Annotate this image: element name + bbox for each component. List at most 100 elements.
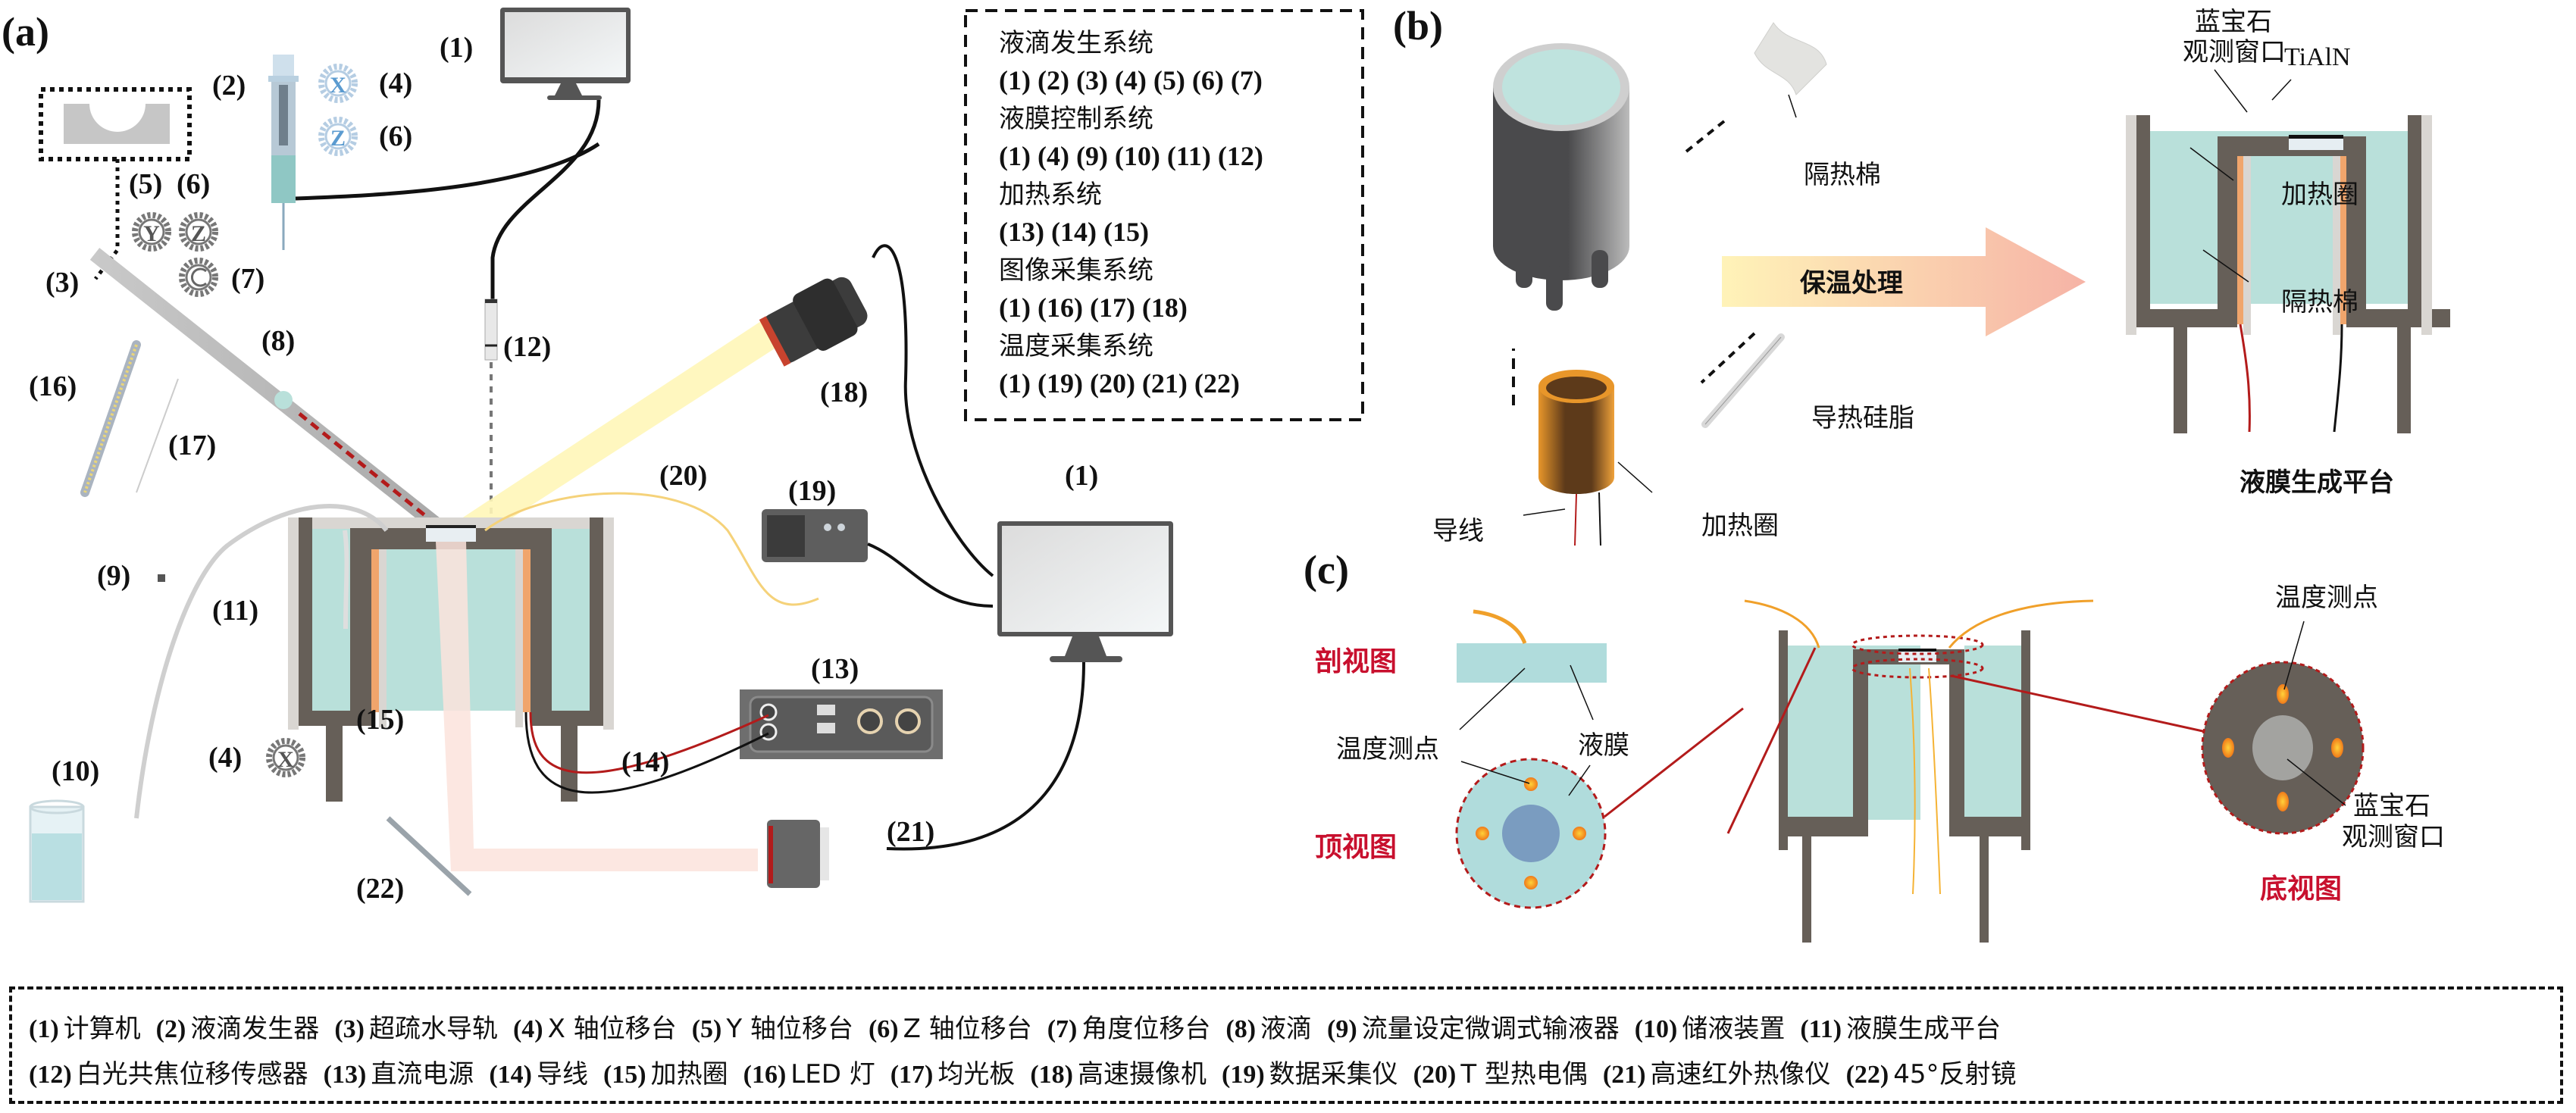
legend-item-number: (12): [29, 1061, 72, 1089]
legend-item: (15)加热圈: [603, 1059, 728, 1090]
legend-item-text: 高速摄像机: [1078, 1059, 1207, 1090]
liquid-reservoir-beaker: [29, 799, 85, 903]
legend-item: (6)Z 轴位移台: [869, 1014, 1032, 1044]
label-power: (13): [811, 653, 859, 685]
legend-item-text: 液滴: [1260, 1014, 1313, 1044]
insulation-process-arrow: 保温处理: [1722, 227, 2086, 336]
label-temp-point-bottom: 温度测点: [2275, 583, 2378, 613]
legend-item-text: LED 灯: [790, 1059, 875, 1090]
z-stage-gear-mid-icon: Z: [179, 212, 218, 252]
label-computer-right: (1): [1065, 460, 1098, 492]
legend-item-text: 流量设定微调式输液器: [1361, 1014, 1620, 1044]
legend-item: (5)Y 轴位移台: [692, 1014, 853, 1044]
legend-item-text: 均光板: [937, 1059, 1016, 1090]
legend-item-text: 导线: [536, 1059, 588, 1090]
svg-text:Z: Z: [330, 126, 346, 151]
label-ir-camera: (21): [887, 816, 934, 848]
legend-item: (2)液滴发生器: [156, 1014, 320, 1044]
system-items: (13) (14) (15): [999, 217, 1149, 247]
label-led: (16): [29, 370, 77, 402]
panel-label-a: (a): [2, 9, 49, 55]
legend-item-number: (5): [691, 1015, 722, 1043]
legend-item-number: (4): [512, 1015, 543, 1043]
legend-item: (10)储液装置: [1635, 1014, 1786, 1044]
diffuser-plate: [136, 378, 179, 493]
legend-item-text: 白光共焦位移传感器: [76, 1059, 308, 1090]
label-angle-stage: (7): [231, 263, 264, 295]
droplet: [274, 391, 293, 409]
angle-stage-gear-icon: [179, 258, 218, 297]
bottom-view-disk: [2201, 621, 2365, 835]
label-droplet: (8): [261, 325, 295, 357]
system-title: 加热系统: [999, 180, 1102, 210]
computer-monitor-right: [886, 521, 1173, 851]
legend-item-text: Y 轴位移台: [726, 1014, 853, 1044]
y-stage-gear-icon: Y: [132, 212, 171, 252]
label-sapphire-window-2: 观测窗口: [2183, 37, 2286, 67]
legend-item-text: 角度位移台: [1081, 1014, 1211, 1044]
label-diffuser: (17): [168, 430, 216, 461]
svg-text:X: X: [277, 747, 294, 772]
legend-item: (7)角度位移台: [1047, 1014, 1211, 1044]
infusion-regulator: [158, 574, 165, 582]
wire-red: [529, 711, 769, 774]
label-section-view: 剖视图: [1315, 646, 1397, 677]
legend-item-number: (13): [323, 1061, 367, 1089]
label-heating-ring-section: 加热圈: [2281, 180, 2358, 210]
legend-item: (3)超疏水导轨: [334, 1014, 498, 1044]
legend-item-text: 液膜生成平台: [1846, 1014, 2002, 1044]
x-stage-gear-icon: X: [318, 64, 358, 103]
legend-item: (21)高速红外热像仪: [1603, 1059, 1831, 1090]
label-sapphire-window-1: 蓝宝石: [2195, 7, 2272, 37]
legend-item-number: (20): [1413, 1061, 1457, 1089]
component-legend: (1)计算机(2)液滴发生器(3)超疏水导轨(4)X 轴位移台(5)Y 轴位移台…: [9, 986, 2563, 1104]
t-type-thermocouple: [484, 492, 819, 606]
legend-item-number: (14): [489, 1061, 532, 1089]
legend-item: (8)液滴: [1225, 1014, 1312, 1044]
legend-item-number: (15): [603, 1061, 646, 1089]
label-liquid-film: 液膜: [1578, 730, 1629, 761]
label-camera: (18): [820, 377, 868, 408]
film-top-view: [1455, 707, 1744, 909]
label-y-stage: (5): [129, 168, 162, 200]
legend-item: (9)流量设定微调式输液器: [1327, 1014, 1620, 1044]
infrared-beam: [436, 542, 758, 871]
legend-item-text: 数据采集仪: [1269, 1059, 1398, 1090]
legend-item-number: (21): [1602, 1061, 1646, 1089]
camera-cable: [872, 244, 994, 577]
legend-item-number: (18): [1030, 1061, 1074, 1089]
label-sapphire-bottom-1: 蓝宝石: [2353, 791, 2430, 821]
label-insulation-cotton: 隔热棉: [1804, 160, 1881, 190]
legend-item: (13)直流电源: [324, 1059, 474, 1090]
wire-black: [524, 711, 769, 794]
label-heater: (15): [356, 704, 404, 736]
panel-label-b: (b): [1393, 3, 1443, 48]
confocal-displacement-sensor: [484, 299, 498, 530]
pipette-icon: [1701, 333, 1785, 428]
panel-label-c: (c): [1304, 547, 1349, 592]
label-rail: (3): [45, 267, 79, 299]
legend-item: (14)导线: [489, 1059, 588, 1090]
legend-item-number: (7): [1047, 1015, 1078, 1043]
legend-item-number: (11): [1800, 1015, 1842, 1043]
daq-cable: [867, 542, 994, 608]
heating-ring-3d: [1538, 370, 1614, 546]
system-title: 温度采集系统: [999, 331, 1153, 361]
label-top-view: 顶视图: [1315, 832, 1397, 863]
label-thermal-grease: 导热硅脂: [1811, 403, 1914, 433]
legend-item-text: 储液装置: [1682, 1014, 1786, 1044]
computer-monitor-top: [490, 8, 631, 299]
label-wire: 导线: [1432, 516, 1484, 546]
legend-item: (1)计算机: [29, 1014, 141, 1044]
label-bottom-view: 底视图: [2260, 874, 2342, 905]
label-temp-point: 温度测点: [1336, 734, 1439, 764]
label-heating-ring: 加热圈: [1701, 511, 1779, 541]
legend-item-number: (6): [868, 1015, 899, 1043]
droplet-generator-syringe: [268, 55, 600, 250]
superhydrophobic-rail: [89, 248, 449, 536]
platform-cylinder-3d: [1493, 43, 1629, 311]
dc-power-supply: [740, 689, 943, 759]
film-section-view: [1457, 609, 1607, 730]
system-title: 图像采集系统: [999, 255, 1153, 286]
legend-item-number: (2): [155, 1015, 186, 1043]
